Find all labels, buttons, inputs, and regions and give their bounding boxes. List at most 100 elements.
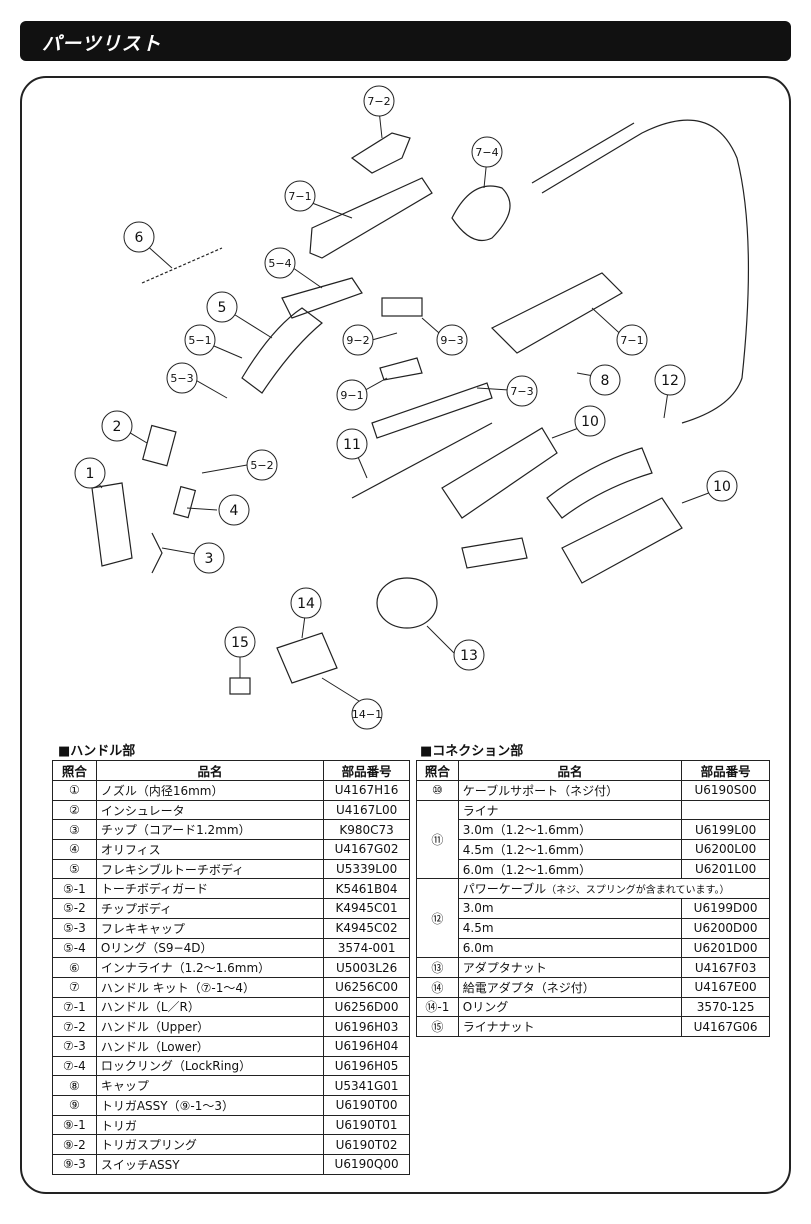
name-cell: ノズル（内径16mm）	[95, 780, 325, 801]
code-cell: U6200L00	[681, 839, 770, 860]
handle-section-title: ■ハンドル部	[58, 744, 136, 759]
ref-cell: ⑩	[416, 780, 459, 801]
callout-label: 7−1	[288, 190, 311, 203]
table-row: ⑩ ケーブルサポート（ネジ付） U6190S00	[416, 780, 770, 801]
table-row: 3.0m（1.2〜1.6mm） U6199L00	[417, 819, 770, 841]
code-cell: U5003L26	[323, 957, 410, 978]
callout-13	[453, 639, 485, 671]
callout-5-1	[184, 324, 216, 356]
ref-cell: ⑤	[52, 858, 97, 880]
ref-cell: ⑭-1	[416, 996, 459, 1018]
ref-cell: ⑦-3	[52, 1035, 97, 1057]
ref-cell: ⑭	[416, 976, 459, 998]
table-row: 6.0m（1.2〜1.6mm） U6201L00	[417, 858, 770, 880]
callout-9-3	[436, 324, 468, 356]
callout-9-2	[342, 324, 374, 356]
callout-label: 14−1	[352, 708, 382, 721]
name-cell: アダプタナット	[457, 957, 683, 978]
name-cell: インナライナ（1.2〜1.6mm）	[95, 957, 325, 978]
callout-label: 9−3	[440, 334, 463, 347]
ref-cell: ⑤-4	[52, 937, 97, 959]
cable-note: （ネジ、スプリングが含まれています。）	[546, 885, 730, 897]
code-cell: U6196H03	[323, 1016, 410, 1037]
name-cell: 6.0m（1.2〜1.6mm）	[457, 858, 683, 880]
torch-neck-part	[281, 277, 363, 319]
name-cell: ハンドル キット（⑦-1〜4）	[95, 976, 325, 998]
callout-label: 8	[601, 373, 610, 389]
callout-6	[123, 221, 155, 253]
name-cell: Oリング	[457, 996, 683, 1018]
name-cell: キャップ	[95, 1075, 325, 1096]
ref-cell: ⑥	[52, 957, 97, 978]
name-cell: 給電アダプタ（ネジ付）	[457, 976, 683, 998]
title-bar: パーツリスト	[20, 21, 791, 61]
callout-10-right	[706, 470, 738, 502]
name-cell: フレキキャップ	[95, 917, 325, 939]
ref-cell: ③	[52, 819, 97, 841]
name-cell: ライナ	[457, 799, 683, 821]
code-cell: U6201D00	[681, 937, 770, 959]
name-cell: インシュレータ	[95, 799, 325, 821]
callout-label: 7−4	[475, 146, 498, 159]
callout-7-4	[471, 136, 503, 168]
callout-4	[218, 494, 250, 526]
connection-table-body: ⑩ ケーブルサポート（ネジ付） U6190S00 ⑪ ライナ 3.0m（1.2〜…	[416, 780, 771, 1037]
callout-label: 9−2	[346, 334, 369, 347]
callout-label: 5−2	[250, 459, 273, 472]
page-title: パーツリスト	[42, 33, 162, 55]
code-cell: U6190T01	[323, 1114, 410, 1136]
table-row: ⑭ 給電アダプタ（ネジ付） U4167E00	[416, 976, 770, 998]
cable-support-right	[561, 497, 683, 584]
switch-assy-part	[381, 297, 423, 317]
code-cell: U4167G06	[681, 1016, 770, 1037]
name-cell: ハンドル（Upper）	[95, 1016, 325, 1037]
ref-cell: ⑦-4	[52, 1055, 97, 1077]
trigger-part	[379, 357, 423, 381]
name-cell: チップ（コアード1.2mm）	[95, 819, 325, 841]
name-cell: チップボディ	[95, 898, 325, 919]
ref-cell: ⑦	[52, 976, 97, 998]
col-header-code: 部品番号	[681, 760, 770, 781]
name-cell: パワーケーブル（ネジ、スプリングが含まれています。）	[457, 878, 771, 900]
callout-14-1	[351, 698, 383, 730]
ref-cell: ⑨-1	[52, 1114, 97, 1136]
name-cell: 3.0m（1.2〜1.6mm）	[457, 819, 683, 841]
code-cell: U4167E00	[681, 976, 770, 998]
adapter-nut-part	[376, 577, 438, 629]
lock-ring-part	[451, 185, 511, 242]
code-cell: U6256C00	[323, 976, 410, 998]
handle-lower-part	[371, 382, 493, 439]
ref-cell: ⑨	[52, 1095, 97, 1116]
cable-name: パワーケーブル	[462, 882, 547, 897]
content-frame	[20, 76, 791, 1194]
callout-label: 15	[231, 635, 249, 651]
name-cell: トリガスプリング	[95, 1134, 325, 1156]
tip-part	[151, 532, 163, 574]
callout-label: 5	[218, 300, 227, 316]
ref-cell: ⑧	[52, 1075, 97, 1096]
callout-label: 7−1	[620, 334, 643, 347]
table-row: ⑮ ライナナット U4167G06	[416, 1016, 770, 1037]
ref-cell: ⑦-2	[52, 1016, 97, 1037]
table-row: 4.5m（1.2〜1.6mm） U6200L00	[417, 839, 770, 860]
code-cell: U6201L00	[681, 858, 770, 880]
code-cell	[681, 799, 770, 821]
orifice-part	[172, 485, 197, 519]
callout-label: 13	[460, 648, 478, 664]
code-cell: U4167H16	[323, 780, 410, 801]
table-row: ⑫ パワーケーブル（ネジ、スプリングが含まれています。）	[416, 878, 771, 959]
power-cable-spring	[546, 447, 653, 519]
